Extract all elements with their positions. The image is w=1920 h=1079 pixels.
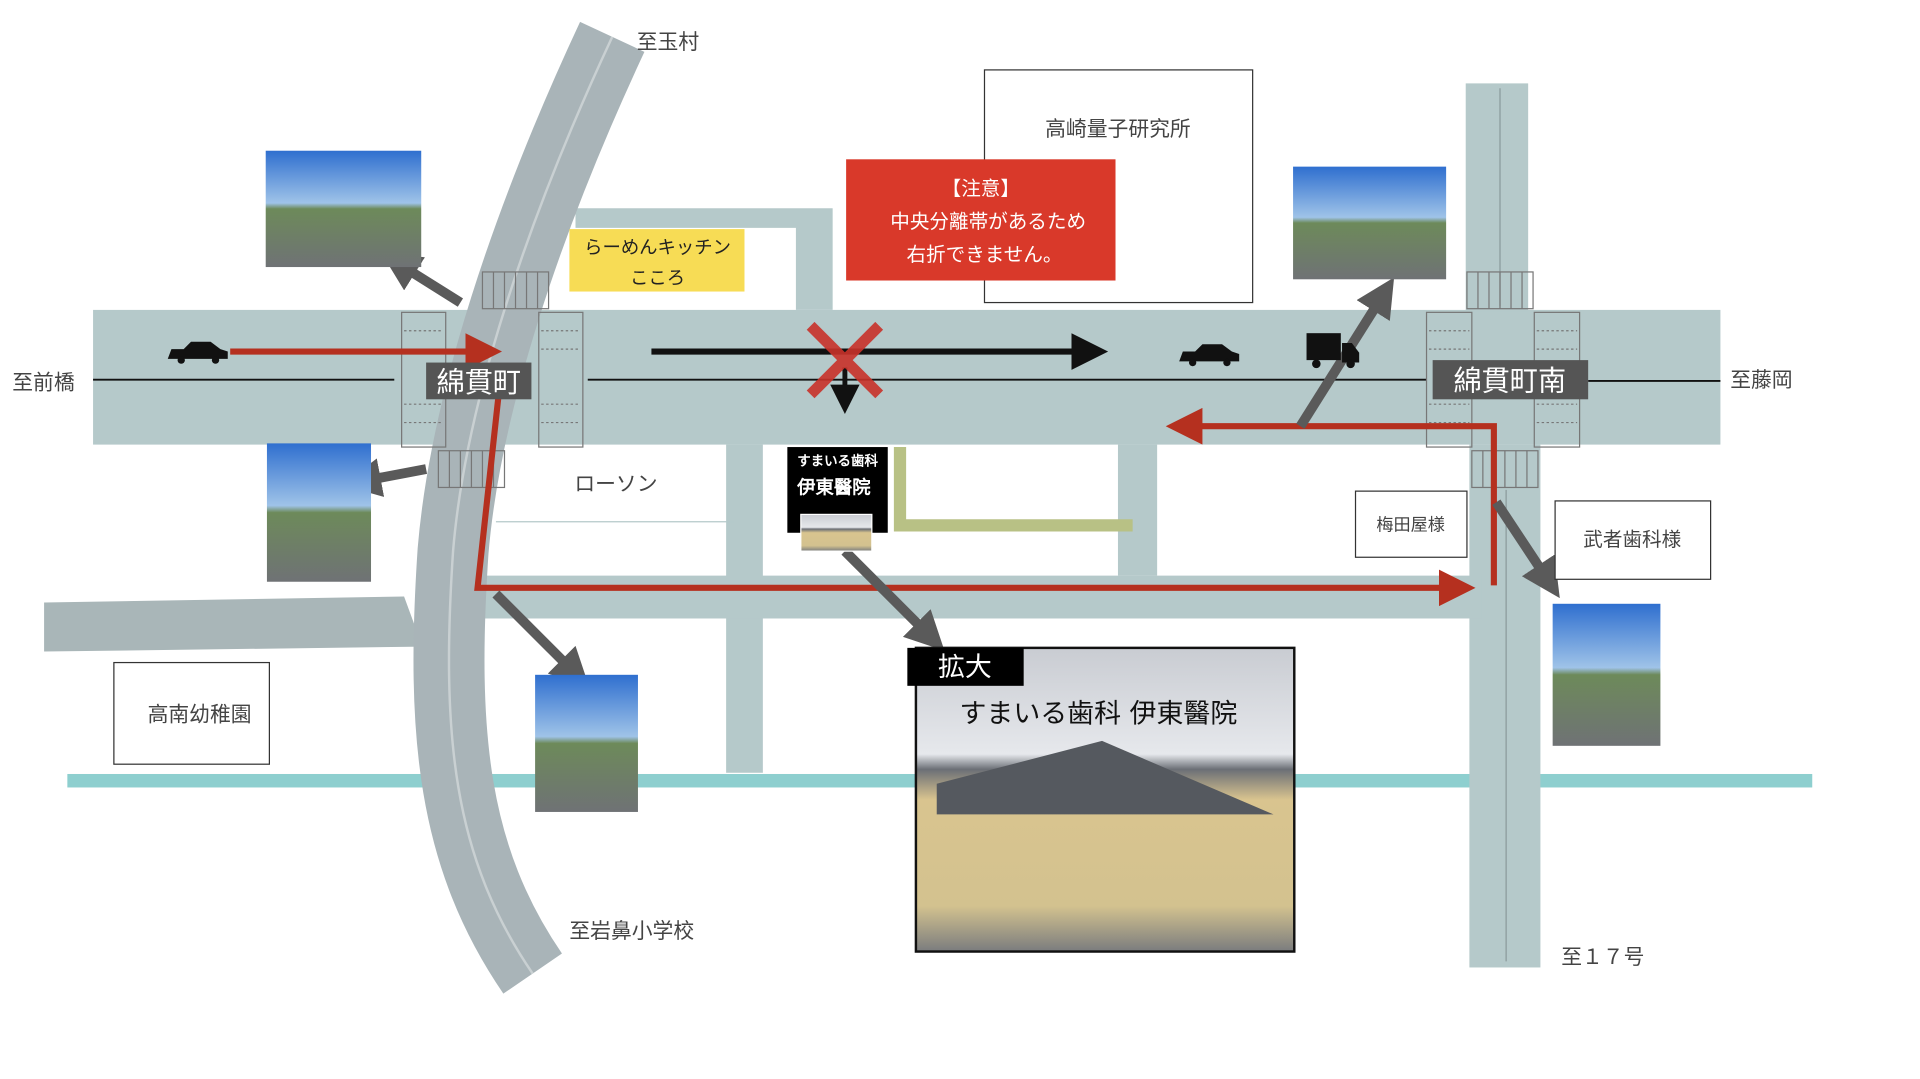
clinic-marker-line1: すまいる歯科	[797, 452, 878, 469]
intersection-right-tag	[1432, 360, 1589, 400]
direction-north: 至玉村	[637, 30, 700, 54]
clinic-thumbnail	[800, 513, 873, 552]
photo-south-road	[1552, 603, 1661, 746]
direction-south-right: 至１７号	[1561, 945, 1644, 969]
zoom-tag-label: 拡大	[938, 652, 992, 683]
photo-intersection-sw	[266, 443, 372, 582]
no-turn-x-icon	[806, 321, 884, 399]
notice-title: 【注意】	[942, 177, 1020, 200]
umedaya-box	[1354, 490, 1468, 558]
institute-label: 高崎量子研究所	[1045, 117, 1191, 141]
photo-east-road	[1293, 166, 1447, 280]
route-arrows	[230, 333, 1497, 607]
curved-road	[413, 21, 645, 994]
notice-line2: 右折できません。	[906, 243, 1062, 266]
parking-path	[893, 447, 1133, 532]
intersection-right-label: 綿貫町南	[1453, 365, 1566, 398]
intersection-left-label: 綿貫町	[437, 366, 521, 399]
clinic-roof	[936, 740, 1274, 815]
lawson-label: ローソン	[574, 472, 657, 496]
musha-label: 武者歯科様	[1583, 528, 1681, 551]
kindergarten-label: 高南幼稚園	[148, 702, 252, 726]
clinic-marker-line2: 伊東醫院	[796, 477, 871, 499]
zoom-panel-title: すまいる歯科 伊東醫院	[959, 699, 1237, 730]
umedaya-label: 梅田屋様	[1376, 515, 1444, 535]
zoom-tag	[907, 647, 1024, 686]
photo-curve-road	[535, 674, 638, 812]
truck-icon	[1306, 333, 1360, 369]
direction-east: 至藤岡	[1730, 368, 1792, 392]
car-icon	[1179, 344, 1240, 367]
direction-south-left: 至岩鼻小学校	[569, 919, 694, 943]
direction-west: 至前橋	[12, 371, 75, 395]
kindergarten-box	[113, 661, 270, 765]
photo-intersection-nw	[265, 150, 422, 268]
ramen-label-1: らーめんキッチン	[584, 238, 731, 259]
car-icon	[167, 341, 228, 364]
intersection-left-tag	[426, 362, 532, 400]
ramen-label-2: こころ	[630, 268, 685, 289]
crosswalks	[401, 271, 1581, 489]
ramen-box	[569, 229, 745, 292]
notice-box	[846, 159, 1116, 281]
musha-box	[1554, 500, 1712, 580]
notice-line1: 中央分離帯があるため	[890, 210, 1086, 233]
